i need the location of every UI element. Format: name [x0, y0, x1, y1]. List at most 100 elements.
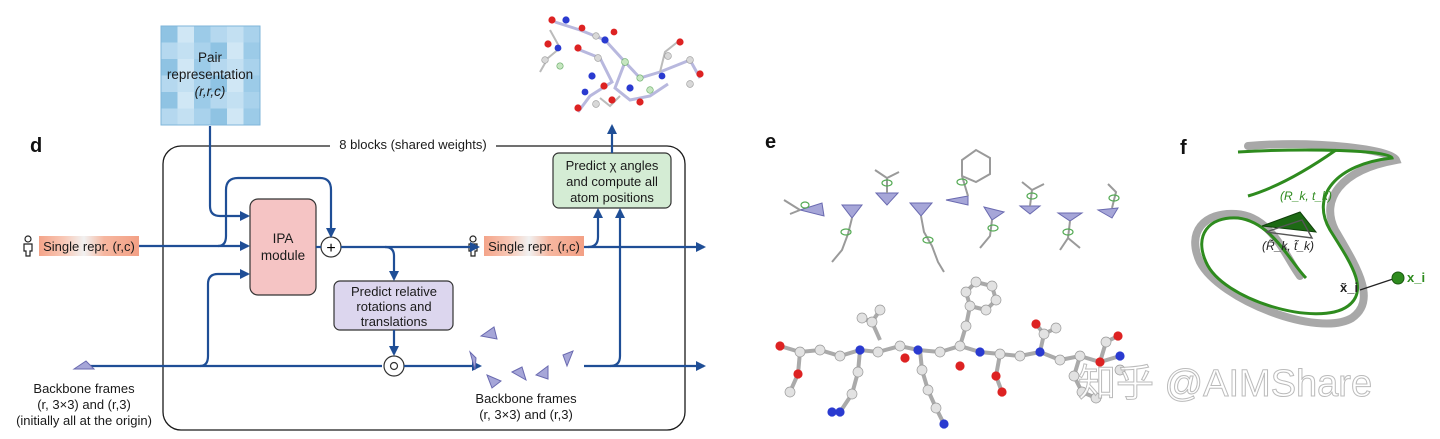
pair-grid-cell [177, 92, 194, 109]
molecule-atom [994, 348, 1006, 360]
true-structure-curve [1191, 140, 1402, 328]
pair-grid-cell [227, 59, 244, 76]
molecule-atom [1035, 347, 1045, 357]
pair-grid-cell [194, 42, 211, 59]
molecule-atom [975, 347, 985, 357]
pair-grid-cell [243, 26, 260, 43]
molecule-atom [793, 369, 803, 379]
molecule-atom [900, 353, 910, 363]
pair-grid-cell [227, 42, 244, 59]
molecule-atom [852, 366, 864, 378]
molecule-atom [1095, 357, 1105, 367]
pair-grid [160, 25, 261, 126]
molecule-atom [916, 364, 928, 376]
molecule-atom [1031, 319, 1041, 329]
pair-grid-cell [210, 75, 227, 92]
ipa-label-1: IPA [273, 231, 294, 246]
molecule-atom [980, 304, 992, 316]
pair-grid-cell [227, 75, 244, 92]
molecule-atom [1100, 336, 1112, 348]
pair-grid-cell [243, 92, 260, 109]
molecule-atom [991, 371, 1001, 381]
molecule-atom [894, 340, 906, 352]
pair-grid-cell [243, 59, 260, 76]
ball-stick-icon [775, 276, 1126, 429]
pair-grid-cell [194, 75, 211, 92]
side-chain-icon [783, 148, 1120, 273]
panel-letter-d: d [30, 135, 42, 157]
molecule-atom [856, 312, 868, 324]
molecule-atom [834, 350, 846, 362]
pair-grid-cell [161, 59, 178, 76]
pair-grid-cell [194, 108, 211, 125]
single-repr-out-bar [484, 236, 584, 256]
pair-grid-cell [210, 108, 227, 125]
superposition-diagram: (R_k, t_k) (R̃_k, t̃_k) x̃_i x_i [1191, 140, 1425, 328]
pair-label-2: representation [167, 67, 253, 82]
pair-grid-cell [177, 108, 194, 125]
molecule-atom [934, 346, 946, 358]
pair-grid-cell [177, 75, 194, 92]
molecule-atoms [775, 276, 1126, 429]
molecule-atom [939, 419, 949, 429]
compose-node [383, 355, 405, 377]
add-symbol: + [326, 240, 335, 257]
predict-chi-label-2: and compute all [566, 174, 658, 189]
molecule-atom [964, 300, 976, 312]
atom-true-label: x̃_i [1340, 280, 1358, 295]
ipa-label-2: module [261, 248, 305, 263]
molecule-atom [835, 407, 845, 417]
single-repr-in-label: Single repr. (r,c) [43, 239, 135, 254]
single-repr-out-label: Single repr. (r,c) [488, 239, 580, 254]
molecule-atom [986, 280, 998, 292]
pair-grid-cell [243, 42, 260, 59]
atom-balls [541, 16, 704, 112]
single-repr-in-bar [39, 236, 139, 256]
flow-arrows [90, 124, 706, 371]
molecule-atom [954, 340, 966, 352]
molecule-atom [955, 361, 965, 371]
pair-grid-cell [177, 42, 194, 59]
frame-true-label: (R̃_k, t̃_k) [1262, 238, 1314, 253]
predict-rot-label-2: rotations and [356, 299, 431, 314]
molecule-atom [874, 304, 886, 316]
frame-triangle-icon [72, 360, 96, 370]
bb-in-label-3: (initially all at the origin) [16, 413, 152, 428]
ipa-module-box [249, 198, 317, 296]
molecule-atom [913, 345, 923, 355]
pair-grid-cell [227, 26, 244, 43]
pair-grid-cell [161, 108, 178, 125]
molecule-atom [1038, 328, 1050, 340]
pair-grid-cell [161, 42, 178, 59]
pair-representation: Pair representation (r,r,c) [160, 25, 261, 126]
blocks-label: 8 blocks (shared weights) [339, 137, 486, 152]
molecule-atom [1076, 386, 1088, 398]
molecule-atom [872, 346, 884, 358]
panel-letter-f: f [1180, 137, 1187, 159]
molecule-atom [827, 407, 837, 417]
atom-pred-label: x_i [1407, 270, 1425, 285]
pair-grid-cell [210, 42, 227, 59]
frame-pred-triangle [1261, 211, 1318, 233]
molecule-atom [960, 286, 972, 298]
pair-label-1: Pair [198, 50, 223, 65]
person-icon [23, 235, 33, 257]
bb-out-label-1: Backbone frames [475, 391, 577, 406]
molecule-atom [990, 294, 1002, 306]
pair-grid-cell [194, 92, 211, 109]
molecule-atom [855, 345, 865, 355]
molecule-atom [1115, 351, 1125, 361]
molecule-atom [846, 388, 858, 400]
pair-grid-cell [227, 108, 244, 125]
predict-chi-label-3: atom positions [570, 190, 654, 205]
predict-chi-label-1: Predict χ angles [566, 158, 659, 173]
molecule-atom [1074, 350, 1086, 362]
frame-triangles-output [469, 326, 574, 389]
molecule-atom [866, 316, 878, 328]
frame-true-triangle [1265, 219, 1314, 239]
predict-rot-label-1: Predict relative [351, 284, 437, 299]
molecule-atom [1014, 350, 1026, 362]
molecule-atom [775, 341, 785, 351]
panel-letter-e: e [765, 131, 776, 153]
predicted-structure-curve [1200, 148, 1394, 316]
